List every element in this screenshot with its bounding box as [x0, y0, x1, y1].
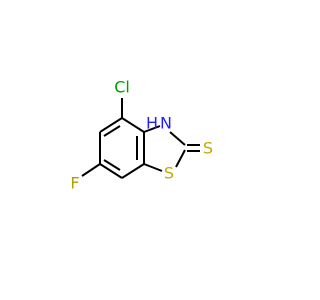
bond-c7-c7a — [121, 163, 145, 179]
ring-sulfur-label: S — [164, 164, 174, 183]
chlorine-label: Cl — [114, 78, 130, 97]
bond-c6-c7-inner — [103, 159, 121, 171]
molecule-diagram: Cl F S S N H — [70, 77, 214, 193]
bond-n-c2 — [169, 131, 186, 146]
nitrogen-hydrogen-label: H — [146, 114, 158, 133]
bond-c6-f — [81, 163, 101, 177]
bond-s-ring-c7a — [143, 163, 163, 172]
bond-c3a-n — [143, 125, 161, 133]
fluorine-label: F — [70, 174, 79, 193]
bond-c2-s-ring — [175, 149, 186, 168]
thione-sulfur-label: S — [203, 139, 213, 158]
bond-c6-c7 — [99, 163, 123, 179]
nitrogen-label: N — [160, 114, 172, 133]
bond-c4-c4a — [121, 117, 145, 133]
structure-svg: Cl F S S N H — [70, 78, 213, 193]
bond-c4-c5-inner — [103, 125, 121, 137]
bond-c4-c5 — [99, 117, 123, 133]
